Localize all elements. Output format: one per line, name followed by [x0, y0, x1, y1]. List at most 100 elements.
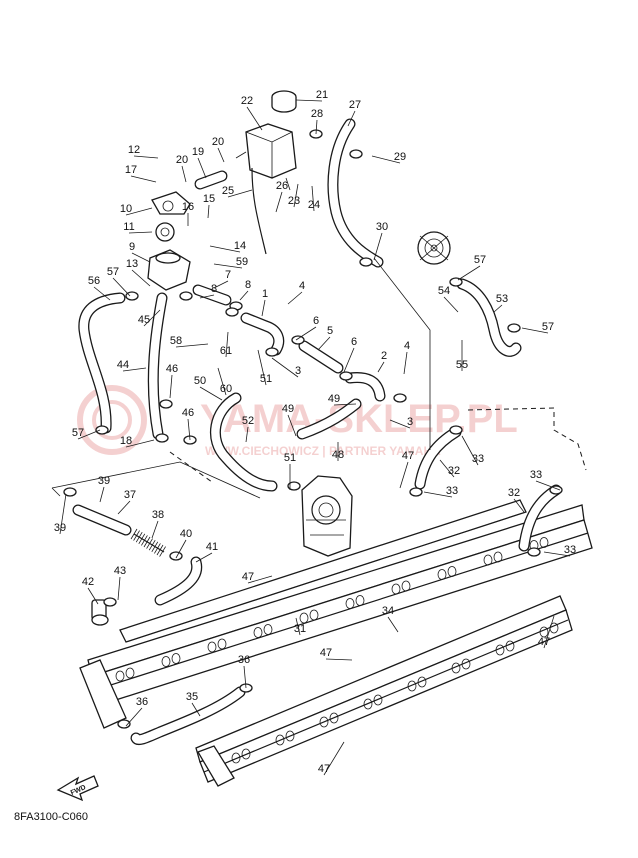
callout-c4b: 4: [404, 340, 410, 352]
leader-c47c: [543, 615, 555, 649]
hose-53-inner: [457, 279, 521, 356]
leader-c27: [347, 110, 356, 127]
leader-c20b: [217, 147, 225, 163]
leader-c21: [295, 99, 323, 102]
leader-c6b: [343, 347, 355, 373]
callout-c41: 41: [206, 541, 218, 553]
hose-clamp: [265, 347, 279, 357]
leader-c3a: [271, 357, 299, 378]
hose-clamp: [393, 393, 407, 403]
rail-hole: [231, 752, 241, 764]
leader-c4a: [287, 291, 303, 305]
leader-c51a: [257, 349, 267, 386]
leader-c44: [122, 367, 147, 372]
callout-c20a: 20: [176, 154, 188, 166]
hose-5-inner: [299, 341, 343, 373]
leader-c46a: [169, 374, 173, 399]
callout-c38: 38: [152, 509, 164, 521]
callout-c45: 45: [138, 314, 150, 326]
leader-c60: [217, 367, 227, 396]
callout-c5: 5: [327, 325, 333, 337]
hose-41-inner: [155, 557, 201, 605]
rail-hole: [329, 712, 339, 724]
leader-c45: [143, 309, 161, 327]
callout-c59: 59: [236, 256, 248, 268]
callout-c18: 18: [120, 435, 132, 447]
hose-clamp: [103, 597, 117, 607]
leader-c30: [373, 232, 383, 261]
leader-c43: [117, 576, 121, 601]
coolant-reservoir-22: [235, 90, 297, 191]
callout-c46a: 46: [166, 363, 178, 375]
leader-c2: [377, 361, 385, 373]
radiator-rail-upper: [119, 499, 527, 643]
callout-c19: 19: [192, 146, 204, 158]
leader-c4b: [403, 351, 408, 375]
hose-44-inner: [149, 293, 167, 439]
hose-clamp: [95, 425, 109, 435]
leader-c47a: [399, 461, 409, 489]
callout-c20b: 20: [212, 136, 224, 148]
callout-c6b: 6: [351, 336, 357, 348]
callout-c47d: 47: [320, 647, 332, 659]
leader-c53: [493, 304, 503, 313]
hose-clamp: [409, 487, 423, 497]
callout-c37: 37: [124, 489, 136, 501]
boundary-lines: [51, 257, 587, 499]
watermark-logo-inner: [92, 400, 132, 440]
callout-c15: 15: [203, 193, 215, 205]
fwd-arrow-icon: FWD: [56, 775, 99, 802]
leader-c7: [213, 280, 229, 289]
rail-hole: [241, 748, 251, 760]
callout-c57a: 57: [107, 266, 119, 278]
callout-c55: 55: [456, 359, 468, 371]
callout-c57c: 57: [542, 321, 554, 333]
callout-c8a: 8: [211, 283, 217, 295]
leader-c33d: [543, 551, 571, 557]
leader-c23: [293, 183, 299, 208]
spring-38: [130, 528, 166, 557]
callout-c32a: 32: [448, 465, 460, 477]
hose-clamp: [117, 719, 131, 729]
leader-c9: [131, 252, 151, 263]
leader-c18: [125, 439, 155, 448]
callout-c24: 24: [308, 199, 320, 211]
leader-c29: [371, 155, 401, 164]
leader-c61: [225, 331, 229, 358]
rail-hole: [285, 730, 295, 742]
hose-50-inner: [211, 393, 277, 491]
leader-c37: [117, 500, 131, 515]
callout-c6a: 6: [313, 315, 319, 327]
leader-c33a: [461, 435, 479, 466]
callout-c43: 43: [114, 565, 126, 577]
callout-c9: 9: [129, 241, 135, 253]
callout-c12: 12: [128, 144, 140, 156]
callout-c60: 60: [220, 383, 232, 395]
leader-c24: [311, 185, 315, 212]
thermostat-cover-10: [151, 191, 191, 215]
callout-c14: 14: [234, 240, 246, 252]
rail-hole: [373, 694, 383, 706]
rail-hole: [461, 658, 471, 670]
callout-c47a: 47: [402, 450, 414, 462]
rail-hole: [495, 644, 505, 656]
rail-hole: [493, 551, 503, 563]
diagram-code: 8FA3100-C060: [14, 811, 88, 823]
leader-c56: [93, 286, 111, 301]
callout-c33d: 33: [564, 544, 576, 556]
rail-hole: [299, 612, 309, 624]
leader-c1: [261, 299, 266, 317]
rail-hole: [451, 662, 461, 674]
leader-c46b: [187, 418, 191, 441]
leader-c47e: [323, 741, 345, 776]
leader-c33b: [423, 491, 453, 498]
callout-c47b: 47: [242, 571, 254, 583]
watermark: YAMA-SKLEP.PL WWW.CIECHOWICZ | PARTNER Y…: [77, 385, 518, 458]
leader-c49a: [287, 414, 297, 437]
leader-c57a: [112, 277, 131, 297]
callout-c36b: 36: [136, 696, 148, 708]
leader-c17: [130, 175, 157, 183]
hose-clamp: [449, 277, 463, 287]
leader-c54: [443, 296, 459, 313]
